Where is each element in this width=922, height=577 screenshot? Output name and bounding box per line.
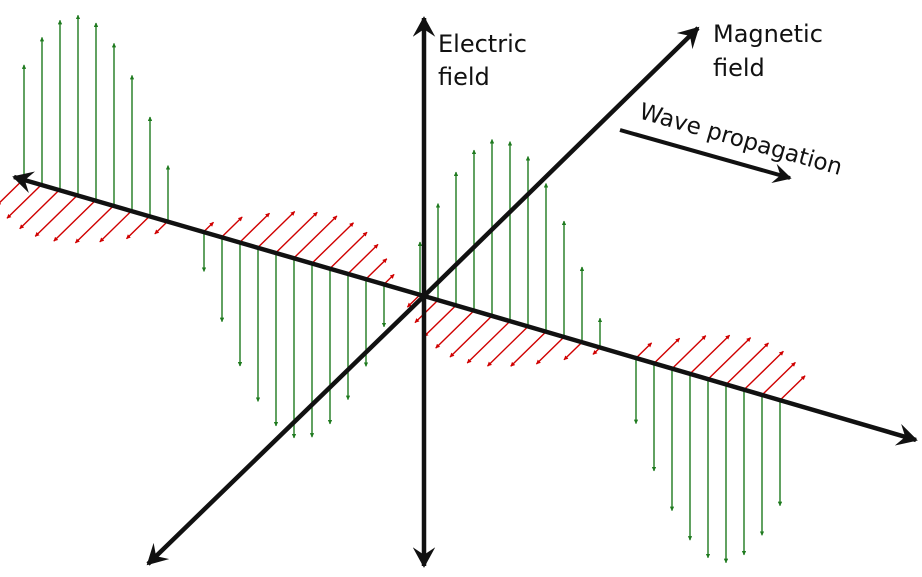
magnetic-vector: [707, 337, 752, 380]
magnetic-vector: [653, 337, 681, 364]
magnetic-vector: [203, 221, 214, 233]
magnetic-vector: [53, 199, 97, 242]
magnetic-field-axis: [422, 26, 700, 298]
magnetic-vector: [466, 320, 511, 364]
electric-field-label: Electric field: [438, 30, 527, 91]
magnetic-vector: [635, 342, 653, 359]
magnetic-vector: [406, 294, 421, 308]
magnetic-field-label: Magnetic field: [713, 20, 823, 82]
magnetic-vector: [34, 194, 79, 237]
magnetic-vector: [725, 342, 769, 386]
magnetic-vector: [275, 211, 318, 254]
electric-label-line2: field: [438, 63, 490, 91]
magnetic-vector: [19, 188, 61, 230]
magnetic-vector: [311, 222, 354, 264]
wave-propagation-label: Wave propagation: [636, 99, 845, 181]
magnetic-vector: [257, 210, 296, 248]
propagation-axis: [12, 171, 425, 299]
magnetic-vector: [239, 212, 270, 243]
magnetic-vector: [761, 361, 796, 396]
electric-label-line1: Electric: [438, 30, 527, 58]
magnetic-label-line2: field: [713, 54, 765, 82]
magnetic-vector: [779, 375, 806, 401]
magnetic-field-axis: [146, 294, 426, 566]
magnetic-vector: [423, 304, 457, 337]
wave-propagation-arrow: [619, 128, 792, 184]
magnetic-vector: [563, 341, 583, 361]
magnetic-label-line1: Magnetic: [713, 20, 823, 48]
magnetic-vector: [99, 209, 133, 243]
magnetic-vector: [689, 334, 731, 375]
magnetic-vector: [0, 178, 25, 206]
magnetic-vector: [329, 231, 368, 269]
magnetic-vector: [435, 310, 475, 349]
magnetic-vector: [221, 216, 243, 238]
magnetic-vector: [365, 258, 388, 280]
magnetic-vector: [74, 204, 115, 244]
magnetic-vector: [671, 335, 707, 370]
magnetic-vector: [293, 215, 338, 259]
magnetic-vector: [126, 215, 151, 240]
magnetic-vector: [743, 350, 784, 391]
magnetic-vector: [510, 331, 547, 367]
magnetic-field-vectors: [0, 178, 806, 401]
magnetic-vector: [449, 315, 493, 358]
magnetic-vector: [487, 325, 529, 367]
magnetic-vector: [6, 183, 43, 219]
propagation-axis: [423, 293, 918, 446]
magnetic-vector: [347, 243, 379, 275]
electric-field-vectors: [21, 14, 783, 564]
magnetic-vector: [535, 336, 565, 365]
magnetic-vector: [414, 299, 439, 324]
